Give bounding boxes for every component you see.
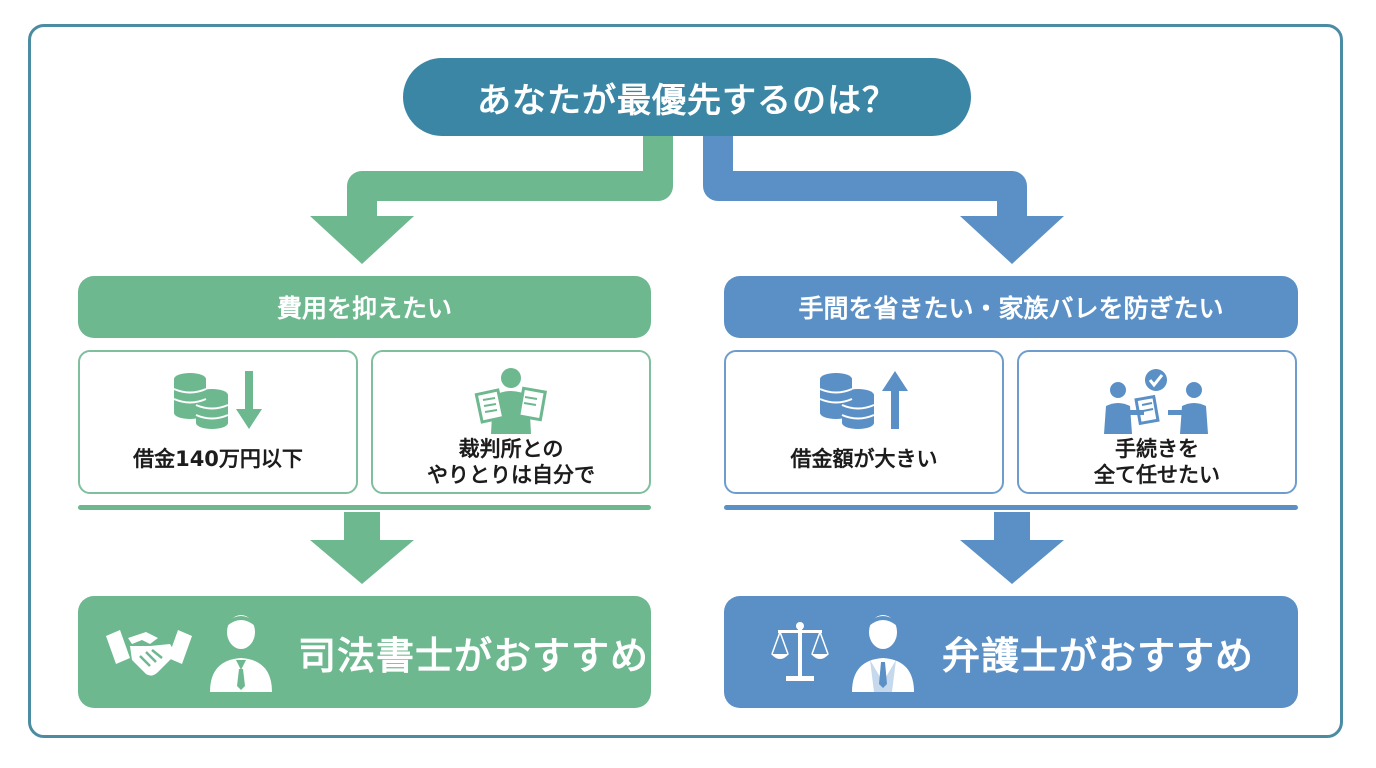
- right-card-1-label: 借金額が大きい: [790, 447, 938, 471]
- green-branch-connector: [347, 134, 673, 218]
- person-documents-icon: [471, 366, 551, 436]
- blue-result-arrow-shaft: [994, 512, 1030, 542]
- right-card-2: 手続きを 全て任せたい: [1017, 350, 1297, 494]
- left-result-label: 司法書士がおすすめ: [298, 633, 650, 678]
- right-result-label: 弁護士がおすすめ: [942, 633, 1255, 678]
- left-card-1: 借金140万円以下: [78, 350, 358, 494]
- green-result-arrow-shaft: [344, 512, 380, 542]
- right-card-1: 借金額が大きい: [724, 350, 1004, 494]
- left-card-1-label: 借金140万円以下: [133, 447, 303, 471]
- diagram-frame: [28, 24, 1343, 738]
- scales-icon: [770, 620, 830, 684]
- right-divider: [724, 505, 1298, 510]
- blue-branch-arrowhead: [960, 216, 1064, 264]
- green-branch-arrowhead: [310, 216, 414, 264]
- green-result-arrowhead: [310, 540, 414, 584]
- right-header: 手間を省きたい・家族バレを防ぎたい: [724, 276, 1298, 338]
- lawyer-icon: [848, 612, 918, 692]
- question-title: あなたが最優先するのは？: [403, 58, 971, 136]
- meeting-approved-icon: [1102, 366, 1212, 436]
- person-icon: [206, 612, 276, 692]
- left-result: 司法書士がおすすめ: [78, 596, 651, 708]
- right-result: 弁護士がおすすめ: [724, 596, 1298, 708]
- blue-result-arrowhead: [960, 540, 1064, 584]
- left-header: 費用を抑えたい: [78, 276, 651, 338]
- coins-down-icon: [168, 366, 268, 436]
- left-card-2: 裁判所との やりとりは自分で: [371, 350, 651, 494]
- handshake-icon: [106, 622, 192, 682]
- left-card-2-label: 裁判所との やりとりは自分で: [427, 437, 595, 488]
- blue-branch-connector: [703, 134, 1027, 218]
- left-divider: [78, 505, 651, 510]
- coins-up-icon: [814, 366, 914, 436]
- right-card-2-label: 手続きを 全て任せたい: [1094, 437, 1220, 488]
